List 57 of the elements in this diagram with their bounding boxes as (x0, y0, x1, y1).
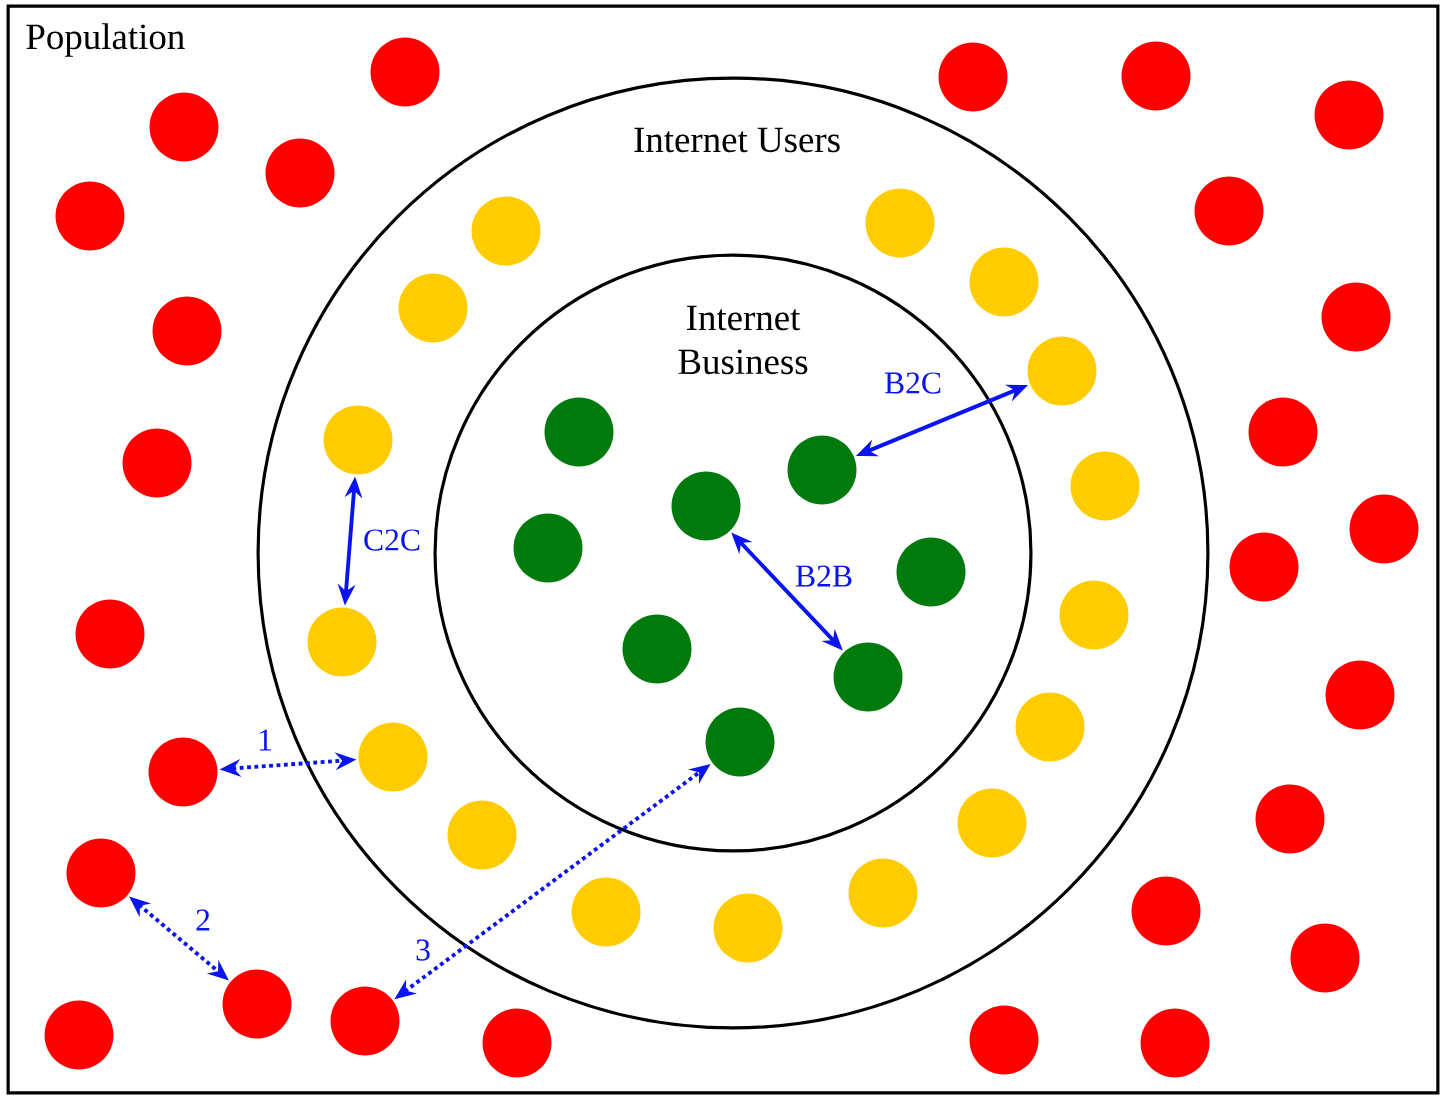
dot (1121, 41, 1191, 111)
dot (222, 969, 292, 1039)
edge-label: C2C (364, 529, 420, 551)
dot (149, 92, 219, 162)
dot (1229, 532, 1299, 602)
dot (66, 838, 136, 908)
dot (447, 800, 517, 870)
dot (482, 1008, 552, 1078)
dot (44, 1000, 114, 1070)
dot (307, 607, 377, 677)
dot (1059, 580, 1129, 650)
dot (969, 247, 1039, 317)
dot (358, 722, 428, 792)
dot (848, 858, 918, 928)
edge-label: 1 (259, 729, 271, 751)
dot (1290, 923, 1360, 993)
dot (1027, 336, 1097, 406)
dot (896, 537, 966, 607)
dot (1248, 397, 1318, 467)
edge-label: B2C (884, 372, 941, 394)
dot (957, 788, 1027, 858)
dot (1255, 784, 1325, 854)
dot (571, 877, 641, 947)
dot (398, 273, 468, 343)
dot (513, 513, 583, 583)
dot (622, 614, 692, 684)
dot (471, 196, 541, 266)
dot (713, 893, 783, 963)
dot (1321, 282, 1391, 352)
edge-label: B2B (795, 565, 852, 587)
dot (1131, 876, 1201, 946)
dot (938, 42, 1008, 112)
dot (865, 188, 935, 258)
dot (75, 599, 145, 669)
dot (148, 737, 218, 807)
dot (1349, 494, 1419, 564)
dot (1015, 692, 1085, 762)
dot (330, 986, 400, 1056)
dot (152, 296, 222, 366)
dot (833, 642, 903, 712)
dot (1070, 451, 1140, 521)
dot (323, 405, 393, 475)
edge-label: 3 (416, 939, 430, 961)
dot (55, 181, 125, 251)
dot (1314, 80, 1384, 150)
dot (705, 707, 775, 777)
edge-label: 2 (196, 909, 210, 931)
dot (1140, 1008, 1210, 1078)
dot (265, 138, 335, 208)
dot (671, 471, 741, 541)
dot (1325, 660, 1395, 730)
dot (1194, 176, 1264, 246)
dot (122, 428, 192, 498)
dot (370, 37, 440, 107)
dot (969, 1005, 1039, 1075)
dot (544, 397, 614, 467)
dot (787, 435, 857, 505)
